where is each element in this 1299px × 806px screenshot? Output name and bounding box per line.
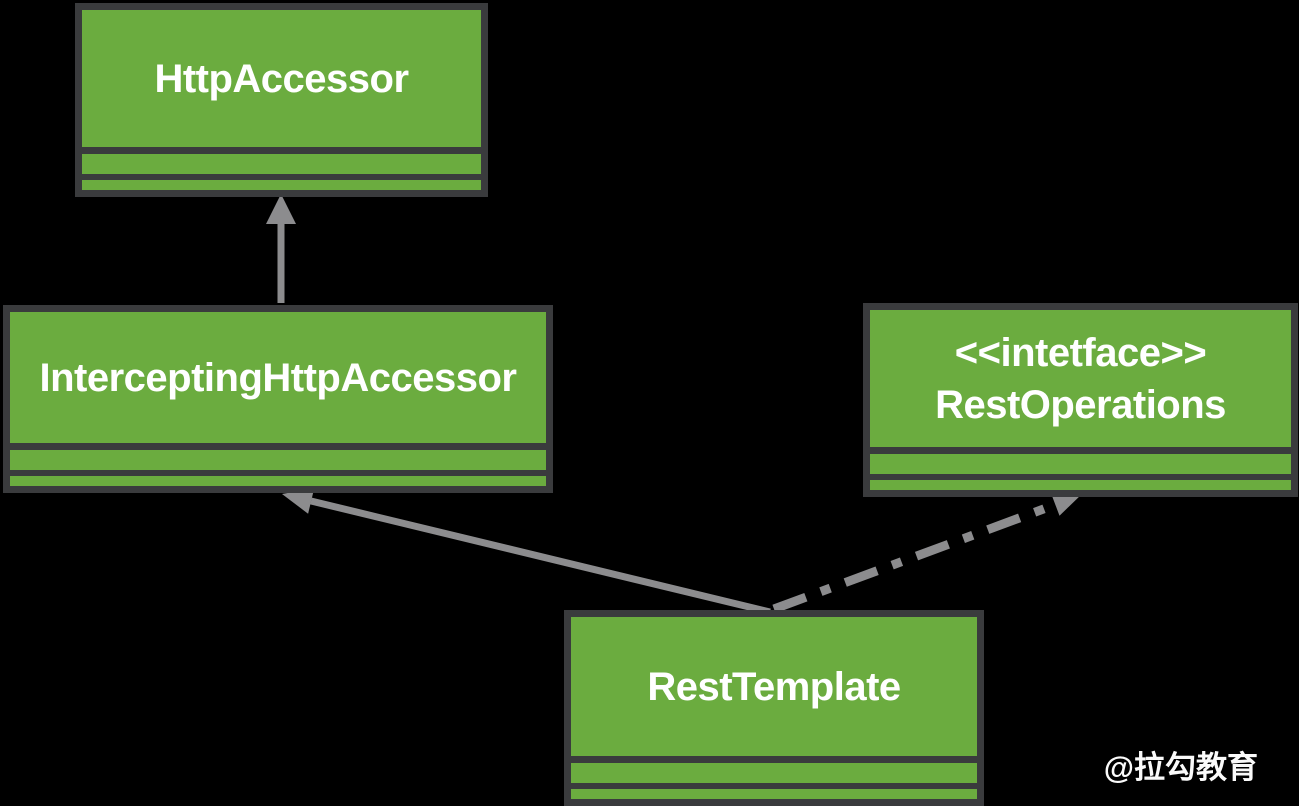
interface-box-restoperations: <<intetface>> RestOperations: [863, 303, 1298, 497]
methods-compartment: [870, 474, 1291, 490]
class-name: InterceptingHttpAccessor: [39, 355, 517, 400]
class-name: RestOperations: [935, 382, 1226, 427]
attributes-compartment: [82, 147, 481, 174]
generalization-arrowhead-icon: [266, 194, 296, 224]
generalization-arrowhead-icon: [282, 488, 315, 514]
interface-title: <<intetface>> RestOperations: [870, 310, 1291, 447]
methods-compartment: [571, 783, 977, 799]
attributes-compartment: [571, 756, 977, 783]
attributes-compartment: [870, 447, 1291, 474]
generalization-line-resttemplate-to-intercepting: [310, 497, 771, 616]
class-box-interceptinghttpaccessor: InterceptingHttpAccessor: [3, 305, 553, 493]
methods-compartment: [10, 470, 546, 486]
class-name: RestTemplate: [647, 664, 901, 709]
methods-compartment: [82, 174, 481, 190]
attributes-compartment: [10, 443, 546, 470]
interface-stereotype: <<intetface>>: [954, 330, 1207, 375]
class-box-resttemplate: RestTemplate: [564, 610, 984, 806]
watermark-text: @拉勾教育: [1103, 750, 1258, 785]
class-name: HttpAccessor: [154, 56, 409, 101]
class-box-httpaccessor: HttpAccessor: [75, 3, 488, 197]
realization-arrowhead-icon: [1050, 491, 1083, 516]
realization-line-resttemplate-to-restoperations: [772, 499, 1059, 614]
